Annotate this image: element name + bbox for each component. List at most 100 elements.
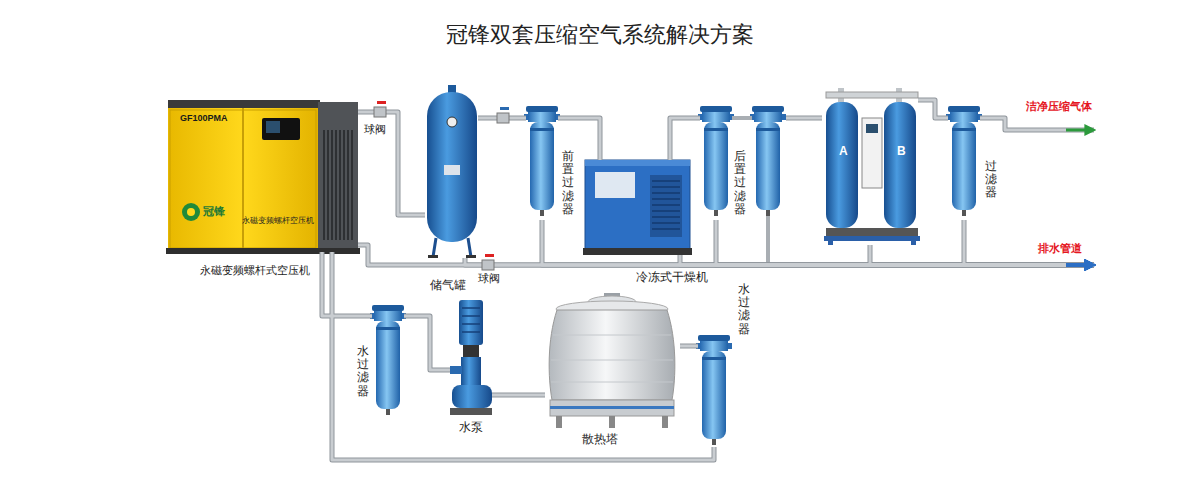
cooling-tower (550, 400, 674, 416)
adsorption-dryer (884, 102, 916, 228)
equipment-box: 储气罐 (425, 85, 478, 258)
refrigerated-dryer (650, 175, 682, 237)
arrow-shaft (1066, 264, 1088, 267)
equipment-label: 洁净压缩气体 (1026, 100, 1092, 113)
equipment-label: 前置过滤器 (562, 150, 574, 216)
air-compressor (168, 100, 320, 109)
pre-filter (524, 106, 560, 216)
equipment-box: 散热塔 (545, 295, 680, 428)
arrow-shaft (1066, 264, 1088, 267)
adsorption-dryer (866, 124, 878, 133)
equipment-label: B (897, 144, 906, 158)
part-label: 球阀 (364, 123, 386, 136)
pipe-connector (358, 112, 425, 215)
equipment-box: 后置过滤器 (700, 106, 786, 220)
cooling-tower (609, 416, 615, 428)
air-compressor (262, 118, 300, 140)
pipe-connector (322, 252, 372, 316)
ball-valve (377, 101, 386, 104)
pipe-outline (680, 344, 698, 349)
pipe-outline (492, 393, 545, 398)
adsorption-dryer (862, 118, 882, 188)
adsorption-dryer (826, 102, 858, 228)
equipment-label: 排水管道 (1038, 242, 1082, 255)
pipe-connector (492, 394, 545, 397)
air-compressor (242, 108, 244, 250)
part-label: 永磁变频螺杆空压机 (242, 216, 314, 226)
post-filter (750, 106, 786, 216)
pipe-outline (542, 220, 1094, 265)
water-pump (461, 357, 481, 385)
adsorption-dryer (824, 88, 920, 245)
refrigerated-dryer (583, 160, 692, 255)
cooling-tower (550, 406, 674, 409)
refrigerated-dryer (583, 248, 692, 255)
water-pump (450, 300, 492, 415)
air-compressor (170, 110, 316, 248)
equipment-box: 洁净压缩气体 (1024, 100, 1094, 140)
drain-pipe (766, 216, 770, 265)
pipe-connector (404, 316, 450, 370)
refrigerated-dryer (585, 160, 690, 250)
water-pump (450, 366, 462, 374)
arrow-shaft (1066, 264, 1088, 267)
water-filter (370, 305, 406, 415)
ball-valve (497, 107, 509, 123)
part-label: GF100PMA (180, 113, 228, 124)
air-compressor (324, 130, 352, 240)
pipe (732, 116, 752, 120)
equipment-box: 过滤器 (948, 106, 980, 220)
air-compressor (182, 203, 200, 221)
air-compressor (266, 121, 280, 133)
ball-valve (374, 101, 386, 117)
equipment-label: 散热塔 (582, 432, 618, 446)
water-pump (462, 308, 480, 332)
equipment-box: 排水管道 (1024, 242, 1094, 272)
cooling-tower (556, 416, 562, 428)
ball-valve (374, 107, 386, 117)
adsorption-dryer (911, 240, 916, 245)
ball-valve (482, 254, 494, 270)
refrigerated-dryer (595, 172, 635, 198)
equipment-box: 水泵 (450, 300, 492, 415)
water-filter (696, 335, 732, 445)
equipment-box: 水过滤器 (372, 305, 404, 417)
pipe-connector (670, 118, 700, 160)
air-tank (427, 85, 477, 258)
water-pump (450, 408, 492, 415)
pipe-connector (542, 220, 1094, 265)
ball-valve (500, 107, 509, 110)
cooling-tower (662, 416, 668, 428)
equipment-box: 冷冻式干燥机 (585, 160, 690, 255)
pipe-connector (332, 252, 714, 460)
pipe-outline (786, 116, 822, 121)
air-tank (466, 255, 476, 258)
equipment-label: 后置过滤器 (734, 150, 746, 216)
adsorption-dryer (826, 228, 918, 236)
cooling-tower (549, 293, 675, 428)
air-tank (444, 165, 460, 175)
water-pump (459, 300, 483, 345)
post-filter (698, 106, 734, 216)
pipe-outline (670, 118, 700, 160)
adsorption-dryer (826, 92, 918, 98)
pipe-outline (716, 220, 1094, 265)
pipe-connector (716, 220, 1094, 265)
pipe-connector (964, 220, 1094, 265)
water-pump (452, 385, 492, 408)
equipment-box: 水过滤器 (698, 335, 730, 447)
pipe-outline (964, 220, 1094, 265)
equipment-label: 储气罐 (430, 278, 466, 292)
arrow-shaft (1066, 264, 1088, 267)
air-tank (433, 238, 471, 257)
pipe-outline (404, 316, 450, 370)
ball-valve (482, 260, 494, 270)
air-compressor (166, 100, 360, 254)
arrow-shaft (1066, 264, 1088, 267)
cooling-tower (551, 335, 673, 382)
adsorption-dryer (828, 240, 833, 245)
air-tank (447, 117, 457, 127)
final-filter (946, 106, 982, 216)
diagram-title: 冠锋双套压缩空气系统解决方案 (0, 22, 1200, 48)
